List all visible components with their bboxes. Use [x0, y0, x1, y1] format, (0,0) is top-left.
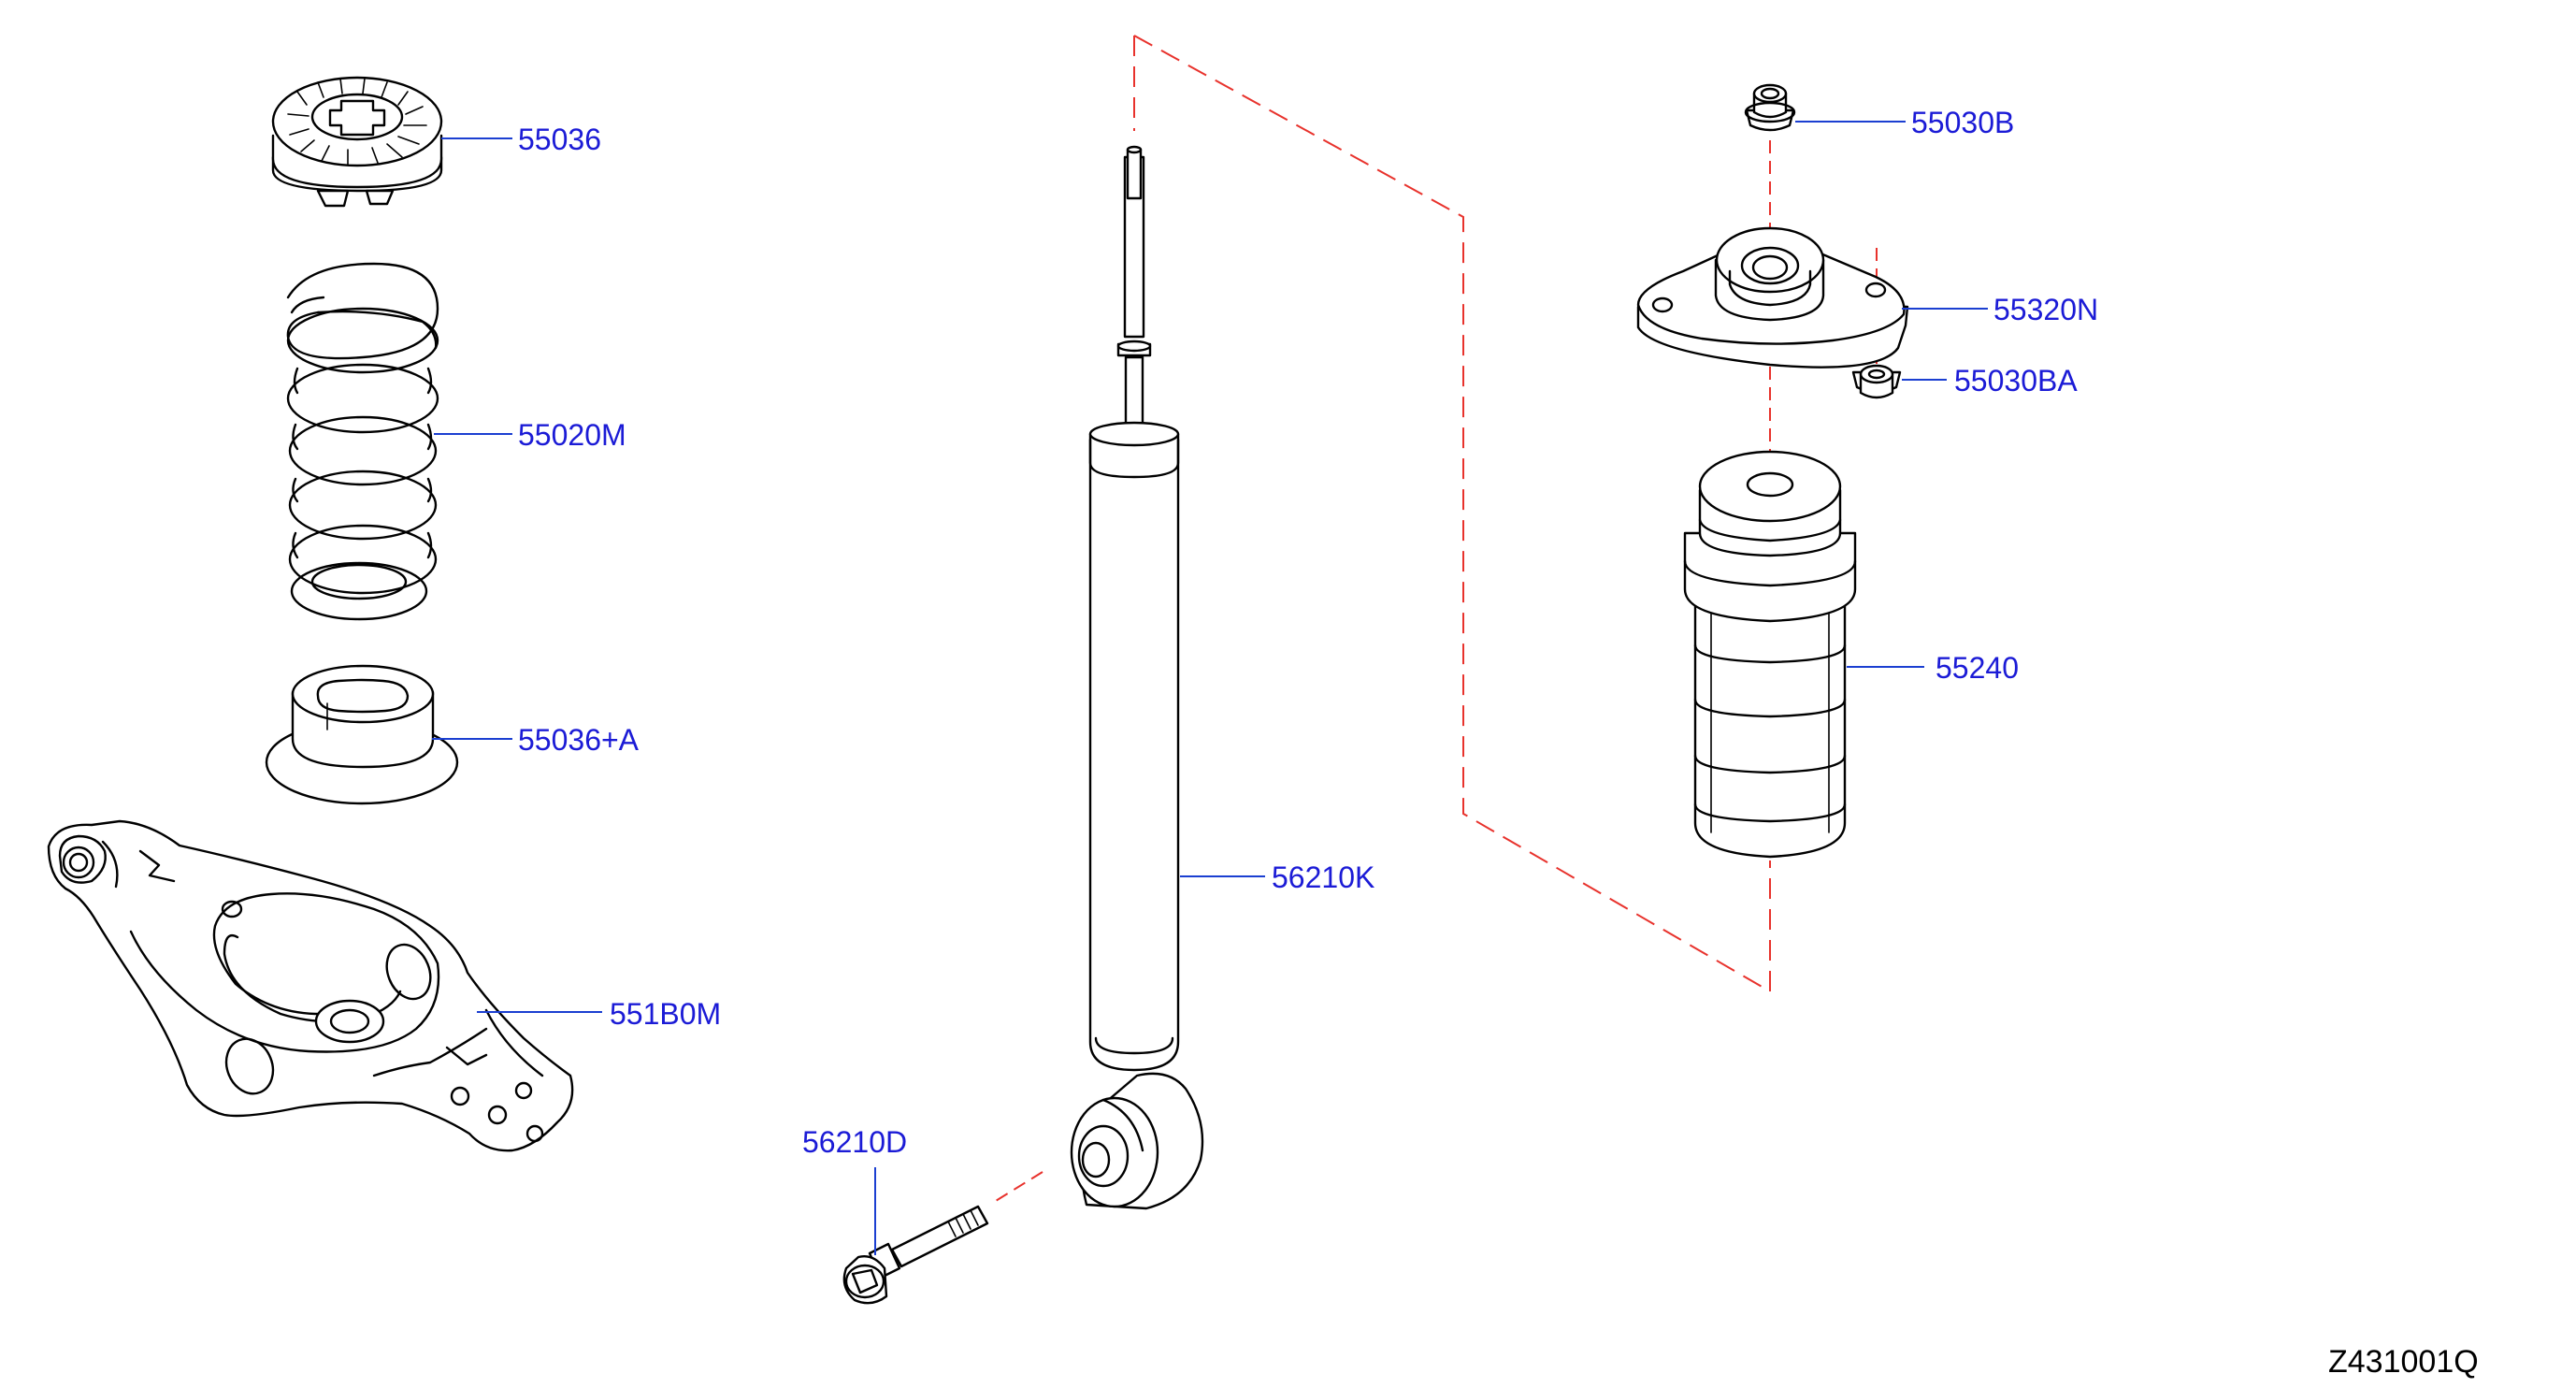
- reference-code: Z431001Q: [2328, 1344, 2479, 1380]
- spring-seat-upper: [271, 76, 443, 208]
- spring-seat-lower: [265, 664, 459, 805]
- label-55020m: 55020M: [518, 418, 626, 452]
- label-55030b: 55030B: [1911, 106, 2014, 139]
- shock-absorber: [1070, 145, 1204, 1210]
- mounting-insulator: [1636, 226, 1909, 369]
- label-56210d: 56210D: [802, 1125, 907, 1159]
- nut-top: [1744, 83, 1796, 132]
- label-55240: 55240: [1936, 651, 2019, 685]
- part-labels: 55036 55020M 55036+A 551B0M 56210K 56210…: [518, 106, 2098, 1159]
- bolt: [842, 1205, 989, 1305]
- lower-link-arm: [47, 819, 574, 1152]
- coil-spring: [286, 262, 439, 621]
- label-55030ba: 55030BA: [1954, 364, 2078, 398]
- label-55036: 55036: [518, 123, 601, 156]
- label-55320n: 55320N: [1993, 293, 2098, 326]
- label-55036a: 55036+A: [518, 723, 640, 757]
- nut-side: [1851, 364, 1902, 399]
- label-551b0m: 551B0M: [610, 997, 721, 1031]
- bound-bumper: [1683, 450, 1857, 859]
- leader-lines: [432, 121, 1988, 1255]
- label-56210k: 56210K: [1272, 860, 1374, 894]
